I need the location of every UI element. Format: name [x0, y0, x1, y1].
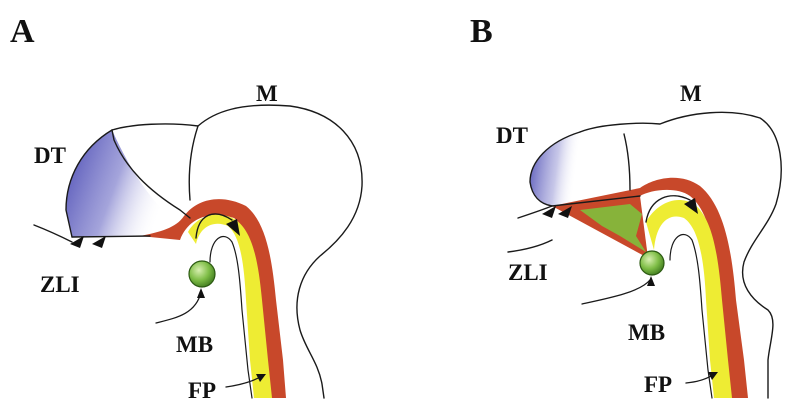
panel-b-label-m: M — [680, 81, 702, 106]
panel-a-ventral-line — [34, 225, 72, 242]
panel-b-ventral-line-2 — [508, 240, 552, 252]
panel-a-mb-pointer-arrowhead-icon — [197, 288, 205, 298]
panel-a-label-dt: DT — [34, 143, 66, 168]
panel-b-letter: B — [470, 13, 493, 50]
panel-b-label-mb: MB — [628, 320, 665, 345]
panel-a-label-mb: MB — [176, 332, 213, 357]
panel-b-mb-cell — [640, 251, 664, 275]
panel-b-green-wedge — [580, 204, 646, 252]
panel-b-label-fp: FP — [644, 372, 672, 397]
panel-b-brain-outline — [580, 112, 781, 398]
panel-a-zli-arrowhead-icon-2 — [92, 236, 106, 248]
panel-b: B M DT ZLI MB — [470, 13, 781, 398]
panel-a-mb-cell — [189, 261, 215, 287]
panel-a-label-zli: ZLI — [40, 272, 80, 297]
panel-a-label-m: M — [256, 81, 278, 106]
panel-a-mb-pointer-icon — [156, 292, 201, 323]
panel-a-dt-shading — [66, 130, 178, 237]
panel-b-mesencephalic-line — [624, 134, 630, 190]
panel-a-mesencephalic-line — [189, 126, 198, 200]
panel-a-brain-outline — [112, 105, 362, 398]
panel-b-label-dt: DT — [496, 123, 528, 148]
panel-a-label-fp: FP — [188, 378, 216, 402]
panel-a: A M DT ZLI MB FP — [10, 13, 362, 402]
panel-b-label-zli: ZLI — [508, 260, 548, 285]
panel-a-letter: A — [10, 13, 35, 50]
panel-b-mb-pointer-icon — [582, 280, 650, 304]
